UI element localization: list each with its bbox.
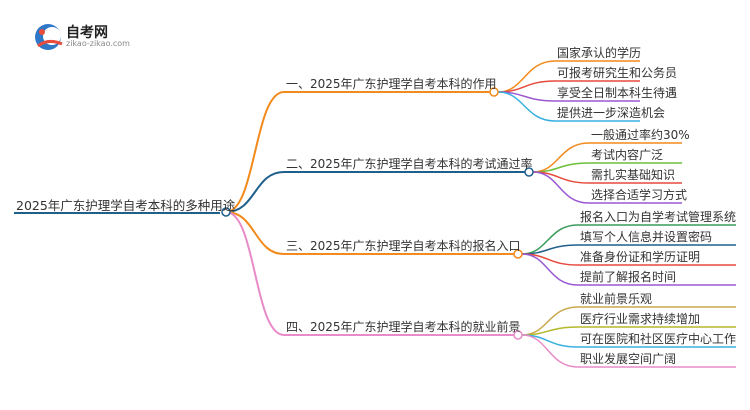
branch-connector: [225, 211, 285, 336]
leaf-label: 需扎实基础知识: [591, 168, 676, 182]
leaf-label: 国家承认的学历: [557, 46, 642, 60]
leaf-label: 报名入口为自学考试管理系统: [580, 210, 737, 224]
leaf-connector: [521, 253, 579, 286]
leaf-label: 准备身份证和学历证明: [580, 250, 701, 264]
root-node-circle: [221, 207, 231, 217]
leaf-label: 职业发展空间广阔: [580, 352, 677, 366]
branch-label: 二、2025年广东护理学自考本科的考试通过率: [286, 157, 533, 171]
leaf-connector: [497, 91, 556, 122]
leaf-label: 提前了解报名时间: [580, 270, 677, 284]
leaf-connector: [532, 171, 590, 204]
leaf-label: 可在医院和社区医疗中心工作: [580, 332, 737, 346]
branch-connector: [225, 91, 285, 213]
branch-connector: [225, 171, 285, 213]
leaf-connector: [497, 60, 556, 93]
root-node-label: 2025年广东护理学自考本科的多种用途: [16, 198, 236, 213]
branch-node-circle: [524, 167, 534, 177]
leaf-label: 医疗行业需求持续增加: [580, 312, 701, 326]
leaf-label: 填写个人信息并设置密码: [580, 230, 713, 244]
branch-node-circle: [513, 249, 523, 259]
leaf-connector: [521, 334, 579, 368]
leaf-label: 提供进一步深造机会: [557, 106, 666, 120]
leaf-label: 可报考研究生和公务员: [557, 66, 678, 80]
branch-label: 三、2025年广东护理学自考本科的报名入口: [286, 239, 521, 253]
leaf-label: 一般通过率约30%: [591, 128, 690, 142]
branch-connector: [225, 211, 285, 255]
branch-label: 一、2025年广东护理学自考本科的作用: [286, 77, 497, 91]
leaf-label: 选择合适学习方式: [591, 188, 688, 202]
logo-title: 自考网: [66, 25, 108, 41]
logo-icon: [35, 24, 63, 50]
logo-subtitle: zikao-zikao.com: [66, 39, 130, 48]
branch-label: 四、2025年广东护理学自考本科的就业前景: [286, 320, 521, 334]
branch-node-circle: [489, 87, 499, 97]
leaf-label: 享受全日制本科生待遇: [557, 86, 678, 100]
branch-node-circle: [513, 330, 523, 340]
leaf-label: 就业前景乐观: [580, 292, 653, 306]
leaf-label: 考试内容广泛: [591, 148, 664, 162]
